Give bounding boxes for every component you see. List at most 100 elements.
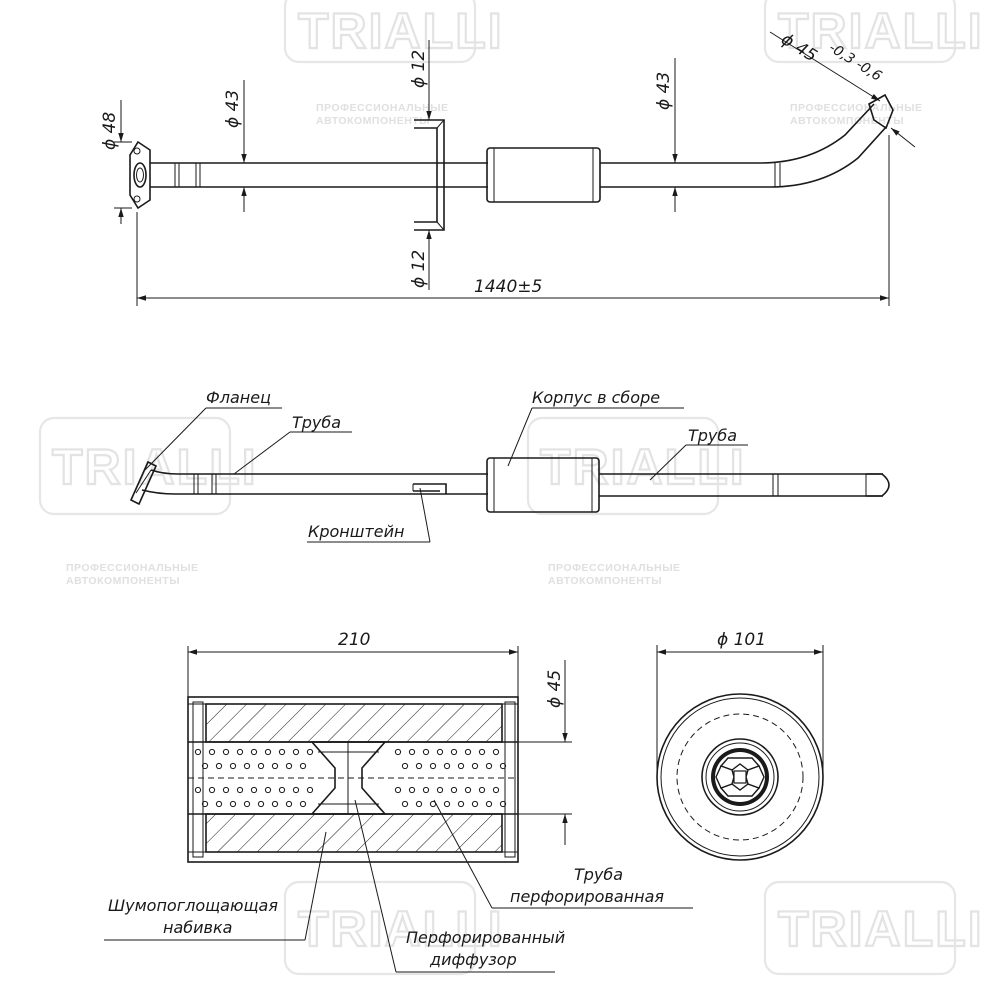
front-pipe [150,162,488,188]
packing-bottom [206,814,502,852]
perforation-hole [194,786,202,794]
perforation-hole [450,748,458,756]
perforation-hole [201,800,209,808]
watermark-group: TRIALLI TRIALLI ПРОФЕССИОНАЛЬНЫЕ АВТОКОМ… [38,0,984,976]
end-view: ϕ 101 [656,630,824,861]
callout-front-pipe: Труба [233,413,352,475]
watermark-logo: TRIALLI [38,416,257,516]
svg-text:набивка: набивка [163,918,232,937]
perforation-hole [285,800,293,808]
perforation-hole [243,800,251,808]
perforation-hole [250,786,258,794]
perforation-hole [306,786,314,794]
perforation-hole [499,762,507,770]
perforation-hole [478,786,486,794]
perforation-hole [401,800,409,808]
perforation-hole [264,748,272,756]
perforation-hole [478,748,486,756]
perforation-hole [499,800,507,808]
callout-perforated-pipe: Труба перфорированная [433,799,693,909]
packing-top [206,704,502,742]
callout-packing: Шумопоглощающая набивка [104,831,327,941]
watermark-tagline: ПРОФЕССИОНАЛЬНЫЕ [316,102,449,114]
side-rear-pipe [599,473,890,497]
perforation-hole [215,762,223,770]
perforation-hole [464,786,472,794]
dim-bracket-bottom: ϕ 12 [409,230,432,290]
perforation-hole [278,786,286,794]
perforation-hole [457,762,465,770]
perforation-hole [443,800,451,808]
callout-diffuser: Перфорированный диффузор [354,799,565,973]
watermark-tagline: АВТОКОМПОНЕНТЫ [790,115,904,127]
perforation-hole [278,748,286,756]
dim-bracket-top: ϕ 12 [409,40,432,120]
perforation-hole [415,800,423,808]
svg-text:ϕ 12: ϕ 12 [409,50,429,88]
perforation-hole [443,762,451,770]
perforation-hole [394,748,402,756]
top-view: ϕ 48 ϕ 43 ϕ 12 ϕ 12 ϕ 43 ϕ 45 -0, [100,29,916,306]
svg-text:диффузор: диффузор [429,950,517,969]
side-front-pipe [141,469,488,495]
perforation-holes [194,748,507,808]
dim-end-diameter: ϕ 101 [656,630,824,777]
svg-text:1440±5: 1440±5 [474,277,542,297]
perforation-hole [436,786,444,794]
svg-text:Фланец: Фланец [206,388,271,407]
perforation-hole [222,786,230,794]
perforated-diffuser [310,741,387,815]
perforation-hole [492,748,500,756]
perforation-hole [257,800,265,808]
perforation-hole [292,786,300,794]
perforation-hole [236,748,244,756]
perforation-hole [208,748,216,756]
perforation-hole [201,762,209,770]
perforation-hole [299,762,307,770]
dim-flange: ϕ 48 [100,100,132,224]
svg-text:Перфорированный: Перфорированный [406,928,565,947]
perforation-hole [271,800,279,808]
perforation-hole [429,762,437,770]
watermark-logo: TRIALLI [283,880,504,976]
perforation-hole [285,762,293,770]
section-view: 210 ϕ 45 Шумопоглощающая набивка Труба п… [104,630,693,973]
svg-text:TRIALLI: TRIALLI [778,901,984,957]
watermark-tagline: АВТОКОМПОНЕНТЫ [316,115,430,127]
svg-text:ϕ 48: ϕ 48 [100,112,120,150]
muffler-shell [187,696,519,863]
svg-text:ϕ 43: ϕ 43 [654,72,674,110]
perforation-hole [436,748,444,756]
perforation-hole [229,762,237,770]
svg-text:TRIALLI: TRIALLI [298,901,504,957]
muffler-body [486,147,601,203]
svg-text:ϕ 45: ϕ 45 [545,670,565,708]
inner-pipe-end [711,748,769,806]
perforation-hole [271,762,279,770]
perforation-hole [457,800,465,808]
callout-bracket: Кронштейн [307,487,431,543]
perforation-hole [306,748,314,756]
watermark-logo: TRIALLI [763,880,984,976]
watermark-tagline: ПРОФЕССИОНАЛЬНЫЕ [548,562,681,574]
dim-section-inner: ϕ 45 [518,660,572,845]
svg-text:210: 210 [338,630,370,650]
callout-body: Корпус в сборе [507,388,684,467]
watermark-logo: TRIALLI [526,416,745,516]
svg-text:перфорированная: перфорированная [510,887,664,906]
side-view: Фланец Труба Корпус в сборе Труба Кроншт… [129,388,890,543]
perforation-hole [208,786,216,794]
perforation-hole [215,800,223,808]
watermark-tagline: ПРОФЕССИОНАЛЬНЫЕ [66,562,199,574]
side-bracket [412,483,447,494]
perforation-hole [408,786,416,794]
dim-section-length: 210 [187,630,519,697]
dim-pipe-front: ϕ 43 [223,80,247,212]
perforation-hole [422,786,430,794]
perforation-hole [243,762,251,770]
perforation-hole [394,786,402,794]
perforation-hole [485,762,493,770]
svg-text:Труба: Труба [574,865,623,884]
watermark-tagline: АВТОКОМПОНЕНТЫ [548,575,662,587]
